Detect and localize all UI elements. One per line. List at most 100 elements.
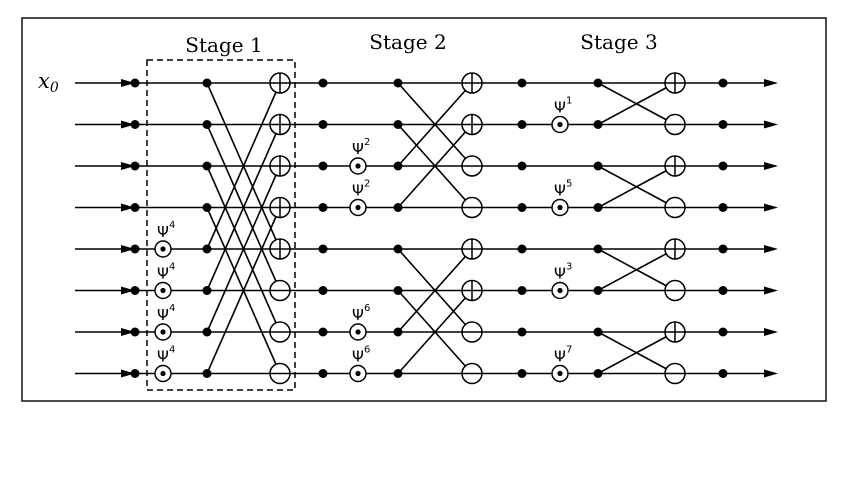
stage-output-node xyxy=(517,286,527,295)
stage-output-node xyxy=(318,161,328,171)
stage-output-node xyxy=(517,244,527,254)
stage-output-node xyxy=(517,120,527,129)
input-arrowhead xyxy=(121,328,135,336)
adder-node xyxy=(269,238,291,260)
multiplier-dot xyxy=(160,370,166,377)
multiplier-dot xyxy=(355,370,361,377)
twiddle-symbol: Ψ xyxy=(554,348,566,366)
butterfly-node xyxy=(593,161,603,171)
input-arrowhead xyxy=(121,120,135,129)
butterfly-node xyxy=(393,78,403,88)
butterfly-node xyxy=(202,161,212,171)
input-x0-label: x0 xyxy=(38,69,59,96)
input-node xyxy=(130,244,140,254)
twiddle-power: 6 xyxy=(364,345,370,356)
butterfly-node xyxy=(202,78,212,88)
input-symbol: x xyxy=(38,69,50,93)
input-node xyxy=(130,327,140,337)
input-node xyxy=(130,369,140,378)
twiddle-power: 4 xyxy=(169,303,175,314)
multiplier-dot xyxy=(355,163,361,169)
twiddle-power: 2 xyxy=(364,137,370,148)
butterfly-node xyxy=(393,203,403,212)
butterfly-node xyxy=(393,327,403,337)
subtractor-node xyxy=(269,321,291,343)
stage-output-node xyxy=(517,327,527,337)
multiplier-dot xyxy=(557,287,563,294)
multiplier-dot xyxy=(557,370,563,377)
twiddle-symbol: Ψ xyxy=(554,265,566,283)
adder-node xyxy=(269,196,291,219)
twiddle-symbol: Ψ xyxy=(352,348,364,366)
butterfly-wire xyxy=(206,82,281,250)
twiddle-power: 1 xyxy=(566,96,572,107)
subtractor-node xyxy=(664,196,686,219)
butterfly-node xyxy=(202,369,212,378)
butterfly-node xyxy=(593,369,603,378)
stage-output-node xyxy=(318,327,328,337)
stage-output-node xyxy=(718,369,728,378)
stage-output-node xyxy=(318,369,328,378)
butterfly-node xyxy=(593,244,603,254)
stage-output-node xyxy=(517,78,527,88)
input-arrowhead xyxy=(121,79,135,87)
output-arrowhead xyxy=(764,245,778,253)
butterfly-wire xyxy=(397,289,473,375)
stage-1-label: Stage 1 xyxy=(185,33,262,57)
input-node xyxy=(130,286,140,295)
twiddle-power: 2 xyxy=(364,179,370,190)
butterfly-wire xyxy=(206,207,281,374)
butterfly-node xyxy=(593,78,603,88)
butterfly-node xyxy=(393,120,403,129)
input-node xyxy=(130,161,140,171)
stage-output-node xyxy=(517,203,527,212)
subtractor-node xyxy=(461,321,483,343)
butterfly-wire xyxy=(206,124,281,291)
input-node xyxy=(130,78,140,88)
butterfly-node xyxy=(593,327,603,337)
input-node xyxy=(130,120,140,129)
stage-output-node xyxy=(318,286,328,295)
input-arrowhead xyxy=(121,369,135,378)
stage-output-node xyxy=(718,244,728,254)
twiddle-power: 4 xyxy=(169,262,175,273)
stage-output-node xyxy=(718,161,728,171)
adder-node xyxy=(461,113,483,136)
input-subscript: 0 xyxy=(50,80,59,96)
adder-node xyxy=(664,321,686,343)
butterfly-node xyxy=(202,120,212,129)
twiddle-symbol: Ψ xyxy=(157,265,169,283)
output-arrowhead xyxy=(764,120,778,129)
subtractor-node xyxy=(461,362,483,385)
adder-node xyxy=(461,72,483,94)
butterfly-node xyxy=(202,327,212,337)
twiddle-symbol: Ψ xyxy=(352,182,364,200)
twiddle-symbol: Ψ xyxy=(554,99,566,117)
butterfly-node xyxy=(202,203,212,212)
subtractor-node xyxy=(664,362,686,385)
multiplier-dot xyxy=(557,121,563,128)
subtractor-node xyxy=(664,113,686,136)
output-arrowhead xyxy=(764,162,778,170)
twiddle-symbol: Ψ xyxy=(352,140,364,158)
input-node xyxy=(130,203,140,212)
twiddle-symbol: Ψ xyxy=(157,306,169,324)
twiddle-power: 6 xyxy=(364,303,370,314)
input-arrowhead xyxy=(121,203,135,212)
butterfly-node xyxy=(593,286,603,295)
output-arrowhead xyxy=(764,328,778,336)
stage-output-node xyxy=(318,120,328,129)
input-arrowhead xyxy=(121,162,135,170)
stage-output-node xyxy=(718,203,728,212)
subtractor-node xyxy=(664,279,686,302)
signal-lines xyxy=(75,82,775,375)
butterfly-node xyxy=(393,244,403,254)
multiplier-dot xyxy=(557,204,563,211)
